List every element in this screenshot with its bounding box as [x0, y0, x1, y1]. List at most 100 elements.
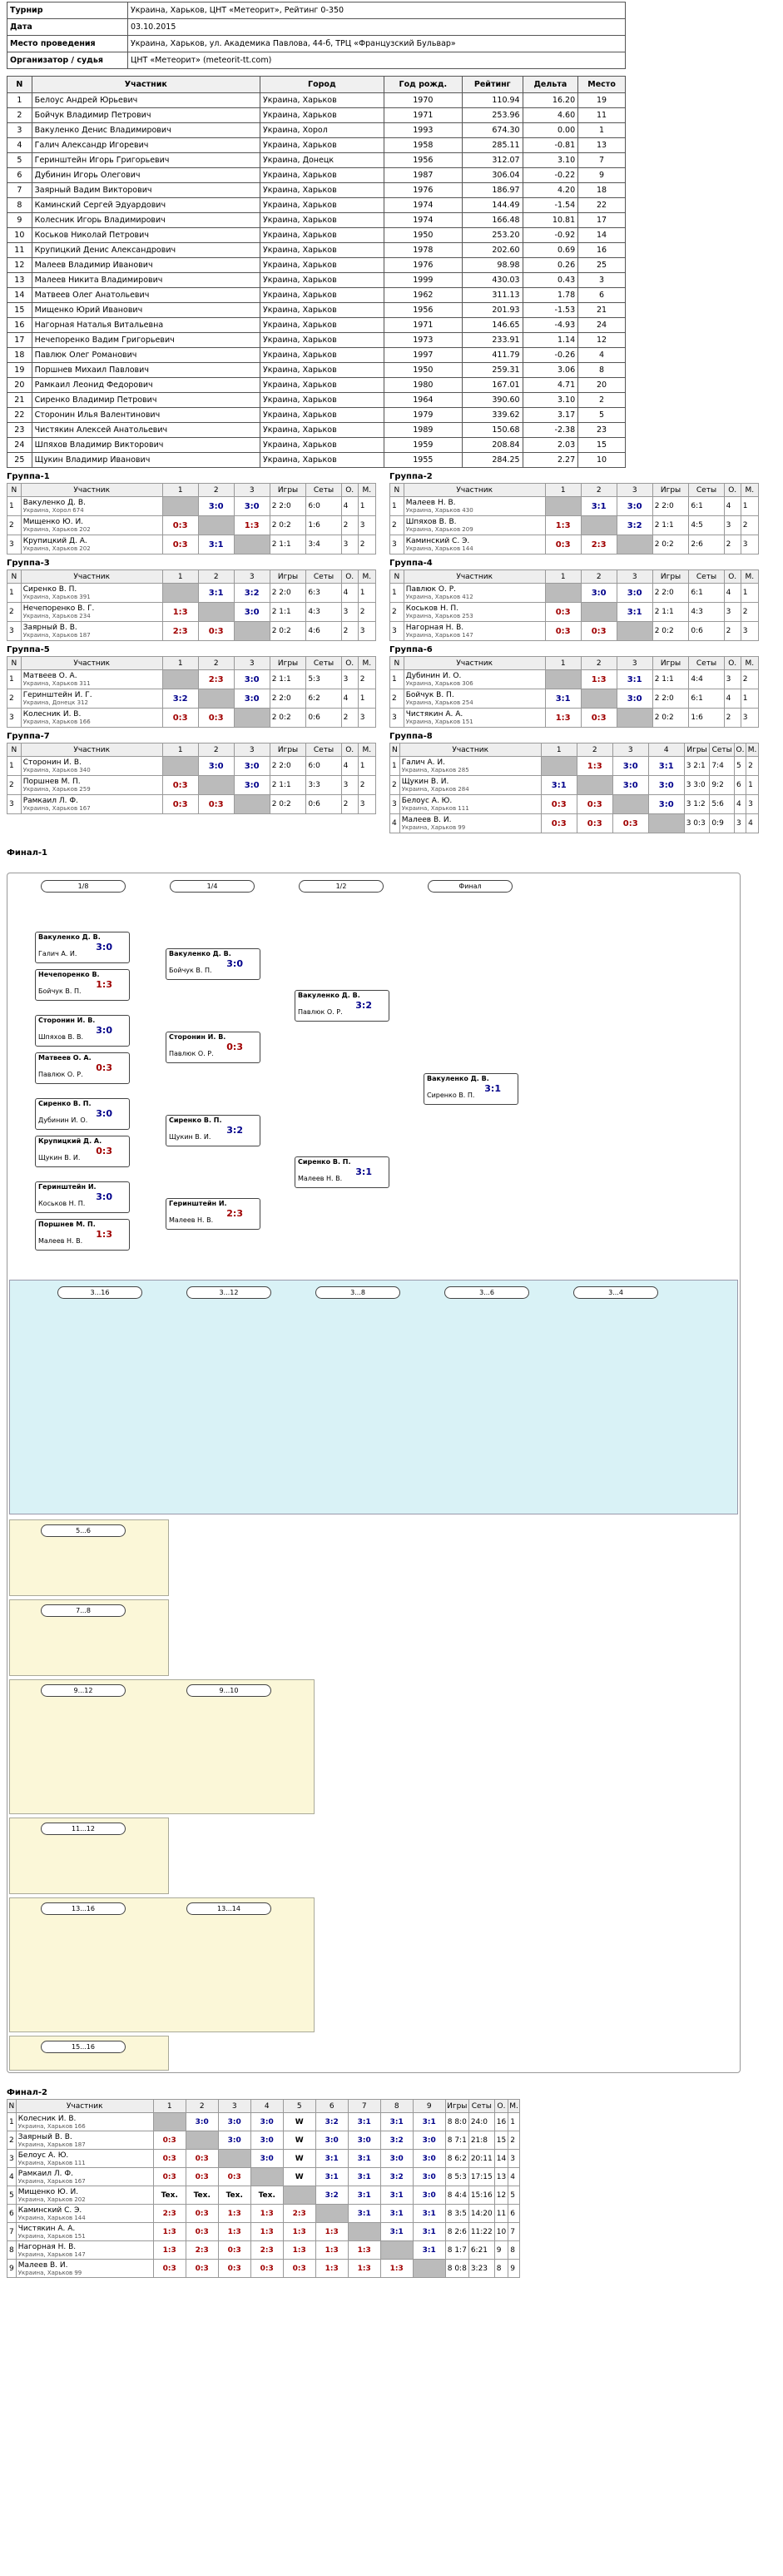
participant-cell: Украина, Харьков: [259, 317, 384, 333]
player-city: Украина, Харьков 151: [17, 2232, 86, 2240]
column-header: 1: [544, 656, 582, 670]
participant-cell: 144.49: [461, 197, 523, 213]
player-name: Нагорная Н. В.: [405, 624, 464, 632]
participant-cell: 1976: [383, 257, 463, 273]
participant-cell: Крупицкий Денис Александрович: [31, 242, 260, 258]
group-player: Каминский С. Э.Украина, Харьков 144: [403, 535, 546, 554]
group-score: 0:3: [161, 708, 199, 728]
participant-cell: 1955: [383, 452, 463, 468]
round-label: 3...12: [186, 1286, 271, 1299]
column-header: 3: [233, 483, 270, 497]
column-header: Сеты: [305, 656, 342, 670]
group-place: 2: [740, 515, 760, 535]
group-score: 1:3: [544, 708, 582, 728]
column-header: 2: [576, 743, 613, 757]
final2-score: 3:0: [412, 2167, 446, 2186]
group-place: 1: [357, 496, 377, 516]
final2-player: Рамкаил Л. Ф.Украина, Харьков 167: [15, 2167, 154, 2186]
participant-cell: 1950: [383, 362, 463, 378]
group-place: 3: [357, 515, 377, 535]
final2-score: 3:1: [347, 2112, 381, 2131]
participant-cell: Украина, Харьков: [259, 392, 384, 408]
player-city: Украина, Хорол 674: [22, 507, 84, 514]
group-score: 0:3: [197, 708, 235, 728]
participant-cell: Матвеев Олег Анатольевич: [31, 287, 260, 303]
participant-cell: 18: [577, 182, 626, 198]
player-city: Украина, Харьков 99: [401, 824, 466, 831]
player-name: Заярный В. В.: [17, 2132, 72, 2141]
group-score: 3:2: [616, 515, 653, 535]
group-score: [197, 775, 235, 795]
column-header: Игры: [652, 569, 690, 584]
group-games: 2 1:1: [269, 602, 307, 622]
group-place: 1: [357, 756, 377, 776]
group-score: 0:3: [197, 621, 235, 641]
participant-cell: Дубинин Игорь Олегович: [31, 167, 260, 183]
group-games: 3 3:0: [683, 775, 711, 795]
match-player-b: Коськов Н. П.: [38, 1200, 86, 1207]
participant-cell: 1979: [383, 407, 463, 423]
player-city: Украина, Харьков 285: [401, 767, 469, 773]
participant-cell: Украина, Харьков: [259, 437, 384, 453]
group-player: Малеев Н. В.Украина, Харьков 430: [403, 496, 546, 516]
group-place: 4: [746, 813, 759, 833]
column-header: N: [7, 2099, 17, 2113]
participant-cell: 4.60: [522, 107, 579, 123]
final2-player: Мищенко Ю. И.Украина, Харьков 202: [15, 2186, 154, 2205]
group-pos: 1: [389, 496, 404, 516]
participant-cell: 284.25: [461, 452, 523, 468]
match-score: 3:0: [226, 958, 243, 969]
group-place: 3: [740, 535, 760, 554]
group-sets: 1:6: [688, 708, 725, 728]
participant-cell: 5: [7, 152, 32, 168]
player-city: Украина, Харьков 306: [405, 680, 473, 687]
group-score: 3:0: [233, 775, 270, 795]
final2-player: Колесник И. В.Украина, Харьков 166: [15, 2112, 154, 2131]
participant-cell: 25: [577, 257, 626, 273]
final2-score: 1:3: [250, 2222, 284, 2241]
group-pos: 1: [7, 583, 22, 603]
final2-score: 2:3: [152, 2204, 186, 2223]
group-place: 3: [740, 621, 760, 641]
participant-cell: 23: [7, 422, 32, 438]
participant-cell: 14: [577, 227, 626, 243]
group-pos: 3: [7, 535, 22, 554]
group-score: 0:3: [197, 794, 235, 814]
player-name: Поршнев М. П.: [22, 778, 81, 786]
final2-score: [217, 2149, 251, 2168]
participant-cell: Украина, Донецк: [259, 152, 384, 168]
column-header: О.: [340, 743, 359, 757]
match-score: 1:3: [96, 979, 112, 990]
info-key: Турнир: [7, 2, 128, 19]
column-header: М.: [508, 2099, 520, 2113]
participant-cell: 8: [7, 197, 32, 213]
participant-cell: 1974: [383, 212, 463, 228]
group-score: 2:3: [580, 535, 617, 554]
column-header: 1: [161, 743, 199, 757]
participant-cell: -2.38: [522, 422, 579, 438]
group-score: 3:0: [233, 689, 270, 709]
final2-games: 8 3:5: [444, 2204, 469, 2223]
round-label: 15...16: [41, 2041, 126, 2053]
match-player-a: Вакуленко Д. В.: [427, 1075, 489, 1082]
group-sets: 4:3: [305, 602, 342, 622]
group-score: 1:3: [544, 515, 582, 535]
column-header: Год рожд.: [383, 76, 463, 93]
final2-sets: 20:11: [468, 2149, 495, 2168]
final2-score: 1:3: [379, 2259, 414, 2278]
participant-cell: Украина, Харьков: [259, 137, 384, 153]
final2-place: 1: [508, 2112, 520, 2131]
group-pos: 1: [389, 669, 404, 689]
